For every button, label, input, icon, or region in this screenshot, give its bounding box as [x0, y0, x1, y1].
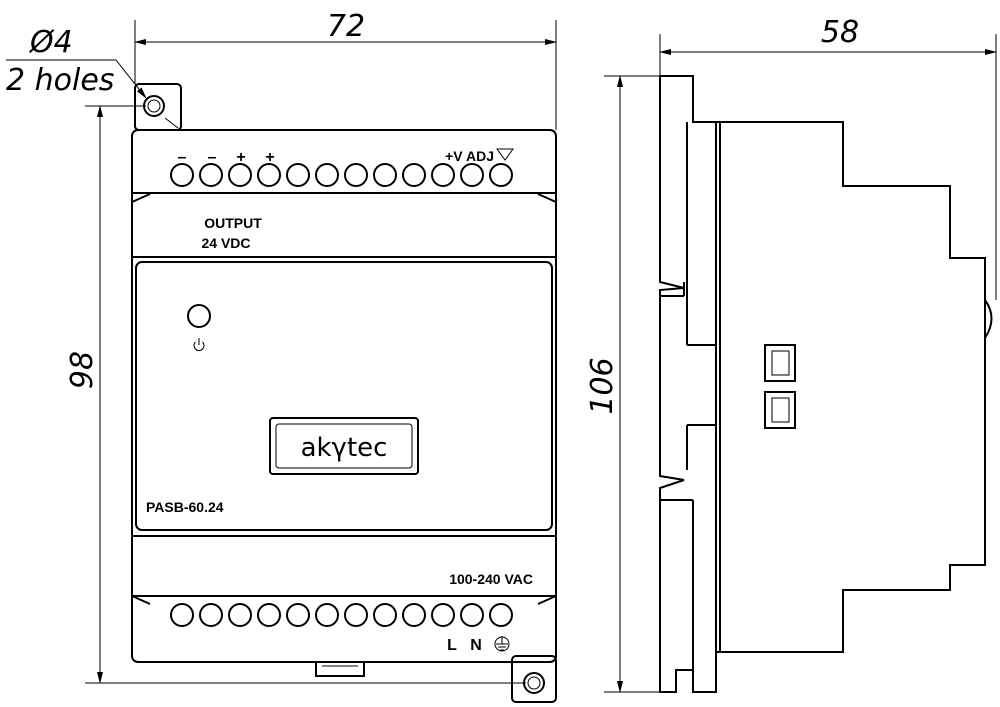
- terminal: [402, 603, 426, 627]
- hole-leader-line: [115, 59, 147, 99]
- side-height-dimension: 106: [585, 357, 620, 414]
- terminal-label-plus-1: +: [236, 149, 245, 166]
- terminal: [489, 603, 513, 627]
- adj-label: +V ADJ: [445, 148, 494, 164]
- bottom-mount-ear: [511, 655, 557, 703]
- latch-lower: [764, 391, 796, 429]
- triangle-down-icon: [496, 148, 514, 161]
- terminal-label-minus-2: –: [208, 149, 217, 166]
- line-terminal-label: L: [447, 637, 457, 654]
- output-voltage-label: 24 VDC: [201, 235, 250, 251]
- bottom-terminal-row: [170, 603, 513, 627]
- terminal: [228, 603, 252, 627]
- terminal: [286, 163, 310, 187]
- top-mount-hole: [143, 95, 165, 117]
- terminal-label-plus-2: +: [265, 149, 274, 166]
- terminal: [170, 163, 194, 187]
- terminal: [257, 603, 281, 627]
- front-dimensions: 72 98 Ø4 2 holes: [6, 9, 557, 684]
- latch-upper: [764, 344, 796, 382]
- output-label: OUTPUT: [204, 215, 262, 231]
- model-label: PASB-60.24: [146, 499, 224, 515]
- terminal: [228, 163, 252, 187]
- neutral-terminal-label: N: [470, 637, 482, 654]
- input-voltage-label: 100-240 VAC: [449, 571, 533, 587]
- hole-count-label: 2 holes: [6, 63, 114, 98]
- terminal: [460, 603, 484, 627]
- terminal: [257, 163, 281, 187]
- front-bulge: [984, 299, 993, 339]
- terminal: [315, 163, 339, 187]
- housing-profile: [716, 121, 986, 653]
- terminal: [344, 163, 368, 187]
- terminal: [199, 603, 223, 627]
- brand-logo: akγtec: [301, 433, 388, 463]
- logo-plate: [269, 417, 419, 475]
- height-dimension: 98: [65, 351, 100, 389]
- din-rail-clip: [659, 75, 717, 693]
- terminal: [431, 603, 455, 627]
- terminal: [344, 603, 368, 627]
- depth-dimension: 58: [821, 15, 859, 50]
- side-view: [659, 75, 993, 693]
- front-view: – – + + +V ADJ OUTPUT 24 VDC: [131, 83, 557, 703]
- terminal: [315, 603, 339, 627]
- width-dimension: 72: [327, 9, 365, 44]
- terminal: [170, 603, 194, 627]
- terminal: [489, 163, 513, 187]
- terminal: [460, 163, 484, 187]
- hole-diameter-label: Ø4: [28, 25, 73, 60]
- top-mount-ear: [134, 83, 182, 131]
- terminal: [373, 163, 397, 187]
- side-dimensions: 58 106: [585, 15, 997, 693]
- terminal-label-minus-1: –: [178, 149, 187, 166]
- bottom-mount-hole: [523, 672, 545, 694]
- top-terminal-row: [170, 163, 513, 187]
- power-led: [187, 304, 211, 328]
- front-panel: [135, 261, 553, 531]
- ground-icon: [494, 636, 510, 652]
- din-clip: [315, 662, 365, 677]
- terminal: [373, 603, 397, 627]
- terminal: [402, 163, 426, 187]
- device-housing: [131, 129, 557, 663]
- terminal: [199, 163, 223, 187]
- power-icon: [193, 338, 205, 351]
- terminal: [286, 603, 310, 627]
- terminal: [431, 163, 455, 187]
